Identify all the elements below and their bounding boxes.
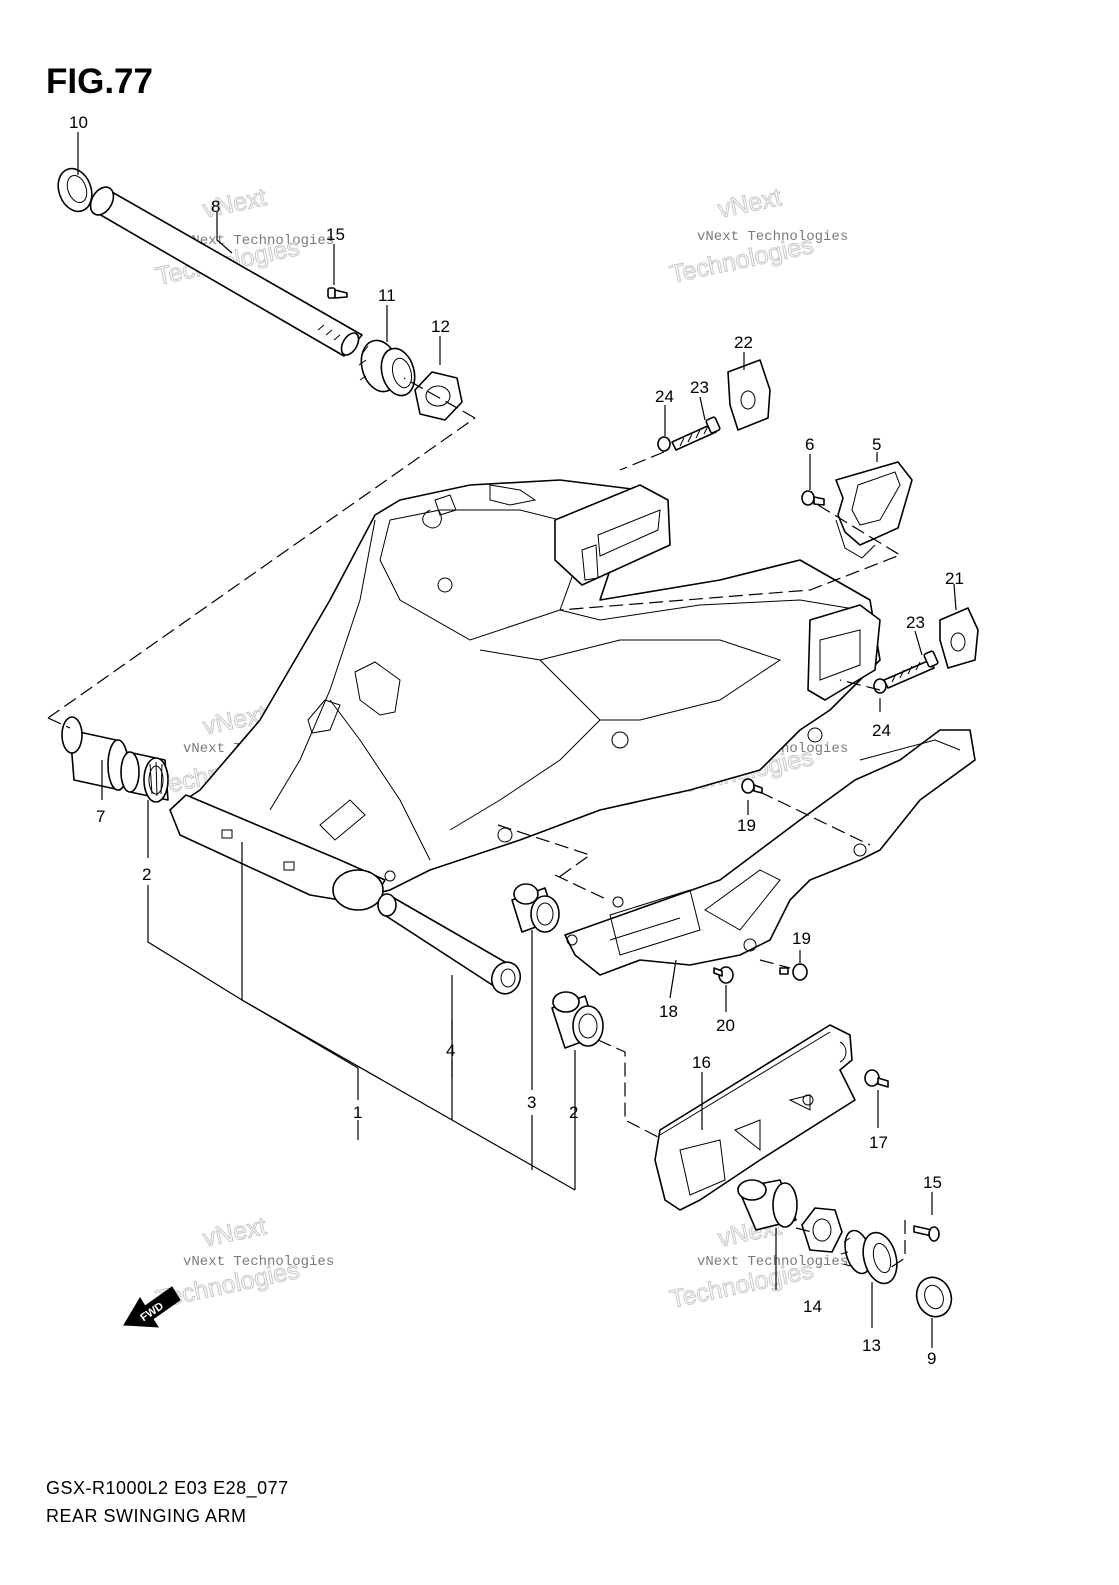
callout-2-lower: 2 [569,1103,578,1122]
callout-19-lower: 19 [792,929,811,948]
chain-guard-18 [564,729,976,976]
collar-14 [737,1179,798,1231]
pivot-adjuster-11 [358,339,416,397]
lock-nut-12 [414,371,463,421]
callout-22: 22 [734,333,753,352]
callout-11: 11 [378,286,396,305]
figure-title: FIG.77 [46,62,153,101]
figure-part-group-name: REAR SWINGING ARM [46,1506,247,1526]
callout-23-top: 23 [690,378,709,397]
screw-15-top [327,287,348,299]
svg-text:vNext Technologies: vNext Technologies [183,1254,334,1270]
callout-3: 3 [527,1093,536,1112]
bolt-6 [801,490,825,506]
svg-text:vNext: vNext [715,183,783,224]
callout-16: 16 [692,1053,711,1072]
callout-7: 7 [96,807,105,826]
chain-buffer-16 [654,1024,856,1211]
callout-12: 12 [431,317,450,336]
watermark-bottom-left: vNext vNext Technologies Technologies [153,1212,334,1315]
svg-text:vNext: vNext [200,1212,268,1253]
callout-20: 20 [716,1016,735,1035]
swing-arm-body [169,479,881,911]
screw-19-upper [741,778,763,794]
washer-24-top [657,436,671,452]
watermark-top-right: vNext vNext Technologies Technologies [667,183,848,290]
callout-13: 13 [862,1336,881,1355]
oil-seal-9 [915,1276,953,1318]
callout-1: 1 [353,1103,362,1122]
screw-17 [864,1069,889,1088]
callout-15-top: 15 [326,225,345,244]
collar-7 [61,716,129,791]
chain-adjuster-22 [727,359,771,431]
adjuster-bolt-23-top [671,416,721,451]
callout-labels: 10 8 15 11 12 22 23 24 6 5 21 23 24 7 2 … [69,113,964,1368]
callout-9: 9 [927,1349,936,1368]
svg-text:vNext Technologies: vNext Technologies [697,229,848,245]
callout-2-left: 2 [142,865,151,884]
callout-8: 8 [211,197,220,216]
bearing-3 [511,883,560,933]
screw-15-bottom [913,1225,940,1242]
callout-4: 4 [446,1041,455,1060]
callout-17: 17 [869,1133,888,1152]
callout-15-bottom: 15 [923,1173,942,1192]
callout-6: 6 [805,435,814,454]
bearing-2-lower [551,991,604,1049]
svg-text:vNext Technologies: vNext Technologies [183,233,334,249]
pivot-sleeve-4 [377,893,522,995]
callout-24-top: 24 [655,387,674,406]
callout-23-right: 23 [906,613,925,632]
oil-seal-10 [57,167,93,213]
adjuster-13 [840,1229,898,1285]
leader-lines [47,132,957,1348]
callout-19-upper: 19 [737,816,756,835]
callout-21: 21 [945,569,964,588]
chain-adjuster-21 [939,607,979,669]
bearing-2-left [120,751,169,803]
washer-24-right [873,678,887,694]
screw-19-lower [779,963,808,981]
svg-text:vNext Technologies: vNext Technologies [697,1254,848,1270]
callout-24-right: 24 [872,721,891,740]
screw-20 [713,966,734,984]
lock-nut-14 [801,1207,843,1253]
adjuster-bolt-23-right [883,650,939,689]
callout-14: 14 [803,1297,822,1316]
callout-10: 10 [69,113,88,132]
callout-5: 5 [872,435,881,454]
callout-18: 18 [659,1002,678,1021]
pivot-shaft [89,186,363,357]
figure-model-code: GSX-R1000L2 E03 E28_077 [46,1478,289,1498]
bracket-5 [835,461,913,559]
